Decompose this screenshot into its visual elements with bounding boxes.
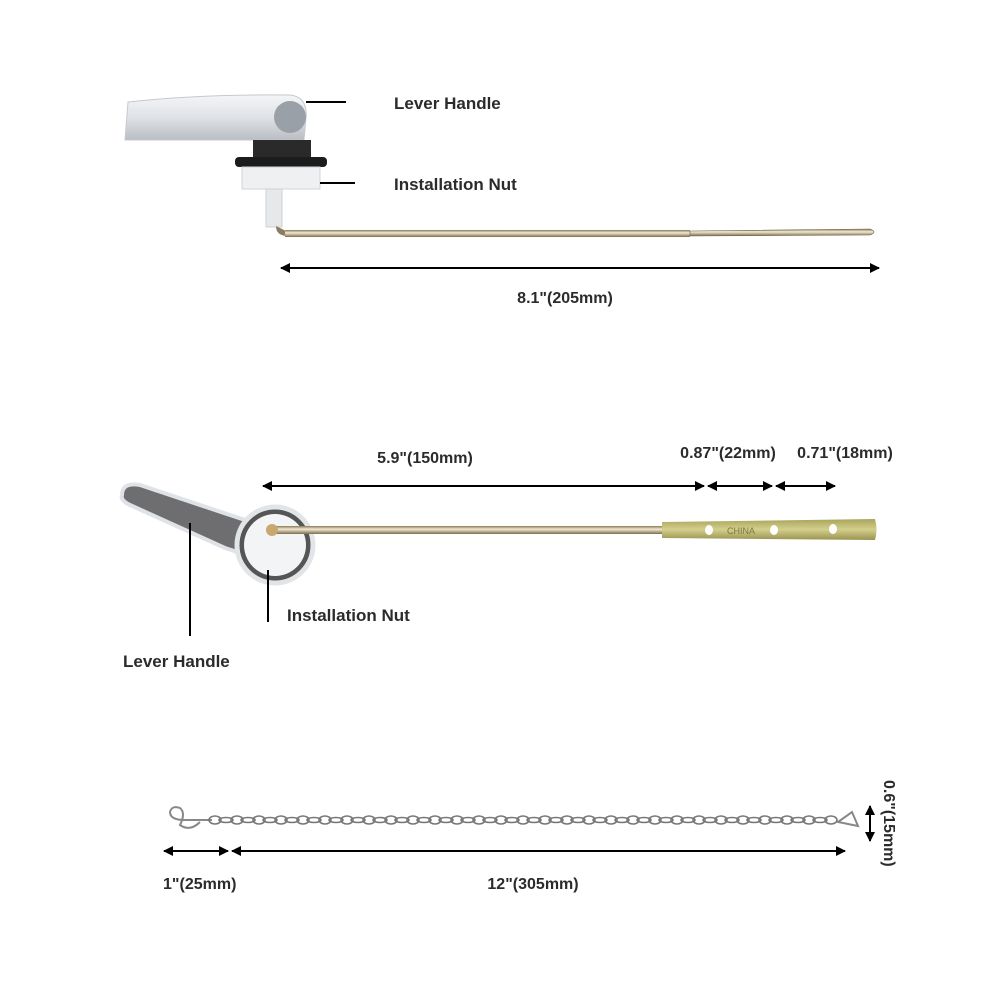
- chain-link: [790, 816, 806, 824]
- chain-link: [482, 816, 498, 824]
- chain-link: [438, 816, 454, 824]
- chain-link: [460, 816, 476, 824]
- chain-link: [516, 815, 530, 825]
- chain-link: [296, 815, 310, 825]
- chain-link: [318, 815, 332, 825]
- chain-link: [604, 815, 618, 825]
- lever-handle-top: [119, 482, 254, 564]
- lift-rod-tip: [689, 228, 875, 237]
- installation-nut-top: [244, 514, 306, 576]
- chain-link: [824, 815, 838, 825]
- dimension-chain-height: 0.6"(15mm): [880, 780, 897, 867]
- chain-link: [362, 815, 376, 825]
- chain-link: [340, 815, 354, 825]
- lift-rod-top: [268, 526, 668, 534]
- chain-link: [208, 815, 222, 825]
- rod-stamp: CHINA: [727, 526, 755, 536]
- chain-link: [494, 815, 508, 825]
- chain-link: [504, 816, 520, 824]
- sleeve-hole: [829, 524, 837, 534]
- chain-link: [384, 815, 398, 825]
- chain-link: [560, 815, 574, 825]
- chain-link: [328, 816, 344, 824]
- chain-link: [450, 815, 464, 825]
- washer: [253, 140, 311, 158]
- chain-link: [284, 816, 300, 824]
- chain-link: [702, 816, 718, 824]
- chain-link: [230, 815, 244, 825]
- top-view-lever: CHINA 5.9"(150mm) 0.87"(22mm) 0.71"(18mm…: [119, 445, 893, 671]
- chain-link: [306, 816, 322, 824]
- rod-sleeve: [662, 519, 877, 540]
- chain-link: [626, 815, 640, 825]
- chain-link: [350, 816, 366, 824]
- chain-link: [636, 816, 652, 824]
- dimension-rod-length: 5.9"(150mm): [377, 450, 473, 467]
- chain-end-hook: [835, 810, 860, 828]
- chain-link: [218, 816, 234, 824]
- label-lever-handle: Lever Handle: [123, 652, 230, 671]
- chain-link: [428, 815, 442, 825]
- chain-link: [416, 816, 432, 824]
- chain-link: [812, 816, 828, 824]
- dimension-chain-length: 12"(305mm): [487, 876, 578, 893]
- chain-link: [768, 816, 784, 824]
- chain-link: [614, 816, 630, 824]
- chain-link: [262, 816, 278, 824]
- rod-bend: [266, 524, 278, 536]
- chain-link: [736, 815, 750, 825]
- chain-link: [570, 816, 586, 824]
- dimension-hole-spacing-2: 0.71"(18mm): [797, 445, 893, 462]
- lift-rod-main: [285, 230, 690, 237]
- chain-link: [526, 816, 542, 824]
- chain-link: [680, 816, 696, 824]
- chain-link: [714, 815, 728, 825]
- chain-link: [802, 815, 816, 825]
- chain-link: [548, 816, 564, 824]
- chain-clip-hook: [168, 806, 212, 829]
- chain-links: [208, 815, 838, 825]
- chain-link: [592, 816, 608, 824]
- chain-link: [670, 815, 684, 825]
- chain-link: [394, 816, 410, 824]
- chain-link: [538, 815, 552, 825]
- sleeve-hole: [770, 525, 778, 535]
- handle-cap: [274, 101, 306, 133]
- chain-link: [758, 815, 772, 825]
- chain-link: [658, 816, 674, 824]
- dimension-hole-spacing-1: 0.87"(22mm): [680, 445, 776, 462]
- lever-handle-side: [124, 94, 307, 141]
- chain-assembly: 1"(25mm) 12"(305mm) 0.6"(15mm): [163, 780, 897, 893]
- threaded-stem: [265, 188, 283, 228]
- chain-link: [252, 815, 266, 825]
- chain-link: [472, 815, 486, 825]
- chain-link: [724, 816, 740, 824]
- dimension-hook-length: 1"(25mm): [163, 876, 236, 893]
- rubber-gasket: [235, 157, 327, 167]
- chain-link: [406, 815, 420, 825]
- label-installation-nut: Installation Nut: [394, 175, 517, 194]
- side-view-lever: Lever Handle Installation Nut 8.1"(205mm…: [124, 94, 880, 307]
- sleeve-hole: [705, 525, 713, 535]
- chain-link: [582, 815, 596, 825]
- chain-link: [648, 815, 662, 825]
- chain-link: [240, 816, 256, 824]
- label-lever-handle: Lever Handle: [394, 94, 501, 113]
- label-installation-nut: Installation Nut: [287, 606, 410, 625]
- chain-link: [372, 816, 388, 824]
- dimension-overall-length: 8.1"(205mm): [517, 290, 613, 307]
- chain-link: [274, 815, 288, 825]
- chain-link: [746, 816, 762, 824]
- chain-link: [692, 815, 706, 825]
- installation-nut-side: [241, 166, 321, 190]
- chain-link: [780, 815, 794, 825]
